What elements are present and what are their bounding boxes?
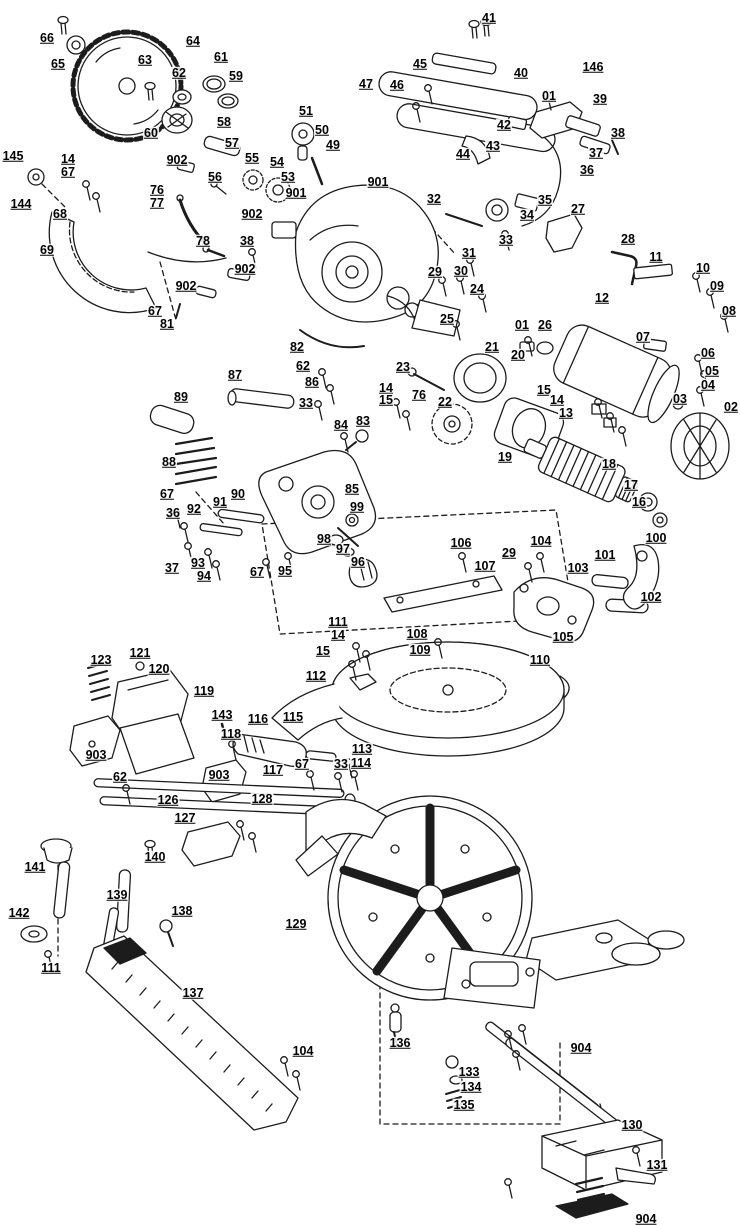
gear-head-housing-drawing (271, 184, 461, 349)
blade-guard-drawing (27, 168, 157, 314)
scale-strip-drawing (85, 935, 299, 1131)
lock-handle-drawing (232, 733, 337, 767)
spindle-gear-drawing (176, 135, 291, 203)
handle-assembly-drawing (378, 52, 562, 227)
slide-bar-drawing (383, 575, 503, 613)
leveling-foot-drawing (389, 1003, 463, 1109)
fan-cover-drawing (670, 412, 730, 480)
blade-bolt-flange-drawing (57, 15, 239, 134)
guard-lever-drawing (147, 194, 251, 319)
stand-legs-drawing (485, 1021, 620, 1129)
rod-spring-drawing (149, 388, 369, 486)
gear-plate-drawing (199, 449, 378, 588)
foot-box-drawing (541, 1119, 663, 1219)
base-frame-drawing (295, 798, 685, 1009)
work-clamp-drawing (20, 838, 174, 953)
bracket-hexkey-drawing (545, 213, 638, 286)
base-wheel-drawing (327, 795, 533, 1001)
mount-bracket-drawing (529, 101, 619, 155)
depth-knob-drawing (291, 122, 324, 186)
bearings-drawing (638, 492, 668, 528)
pivot-ring-drawing (407, 353, 507, 445)
laser-module-drawing (445, 193, 540, 227)
left-bracket-drawing (69, 661, 247, 803)
turntable-drawing (271, 641, 570, 757)
motor-housing-drawing (553, 324, 680, 424)
